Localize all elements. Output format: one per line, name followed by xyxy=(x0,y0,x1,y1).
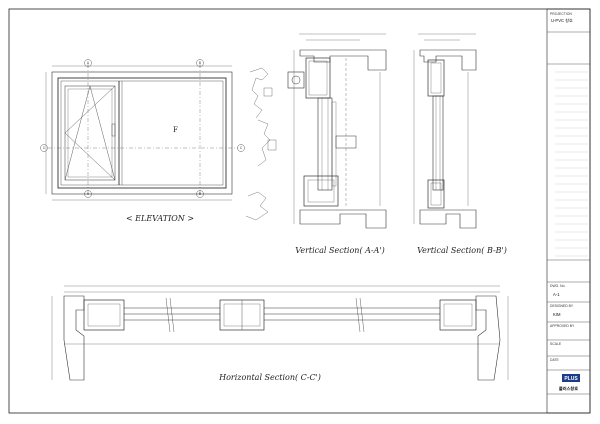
section-cc-label: Horizontal Section( C-C') xyxy=(218,373,321,382)
section-aa-view xyxy=(287,33,387,229)
title-block-ruled-lines xyxy=(555,71,588,257)
marker-c-right: C xyxy=(240,146,243,150)
section-cc-view xyxy=(51,285,509,381)
date-label: DATE xyxy=(550,358,560,362)
approved-by-label: APPROVED BY xyxy=(550,324,575,328)
designed-by-label: DESIGNED BY xyxy=(550,304,574,308)
sheet-border xyxy=(8,8,591,414)
drawing-no-label: DWG. No. xyxy=(550,284,566,288)
company-logo-badge xyxy=(562,374,580,382)
company-logo-text: PLUS xyxy=(564,376,578,382)
elevation-label: < ELEVATION > xyxy=(126,214,194,223)
fixed-pane-mark: F xyxy=(173,126,178,134)
marker-c-left: C xyxy=(43,146,46,150)
marker-a-top: A xyxy=(87,61,90,65)
sketch-profiles xyxy=(245,67,277,221)
marker-b-top: B xyxy=(199,61,201,65)
section-bb-view xyxy=(413,33,477,229)
section-aa-label: Vertical Section( A-A') xyxy=(295,246,384,255)
marker-b-bottom: B xyxy=(199,192,201,196)
company-name: 플러스창호 xyxy=(559,385,578,392)
marker-a-bottom: A xyxy=(87,192,90,196)
drawing-no-value: A-1 xyxy=(553,292,560,297)
project-label: PROJECTION xyxy=(550,12,572,16)
scale-label: SCALE xyxy=(550,342,562,346)
company-logo: PLUS xyxy=(562,374,580,382)
title-block-rows xyxy=(547,31,590,395)
project-value: U-PVC 창호 xyxy=(551,17,573,23)
elevation-view xyxy=(40,59,245,201)
section-bb-label: Vertical Section( B-B') xyxy=(417,246,507,255)
designed-by-value: KIM xyxy=(553,312,561,317)
title-block-frame xyxy=(546,8,591,414)
